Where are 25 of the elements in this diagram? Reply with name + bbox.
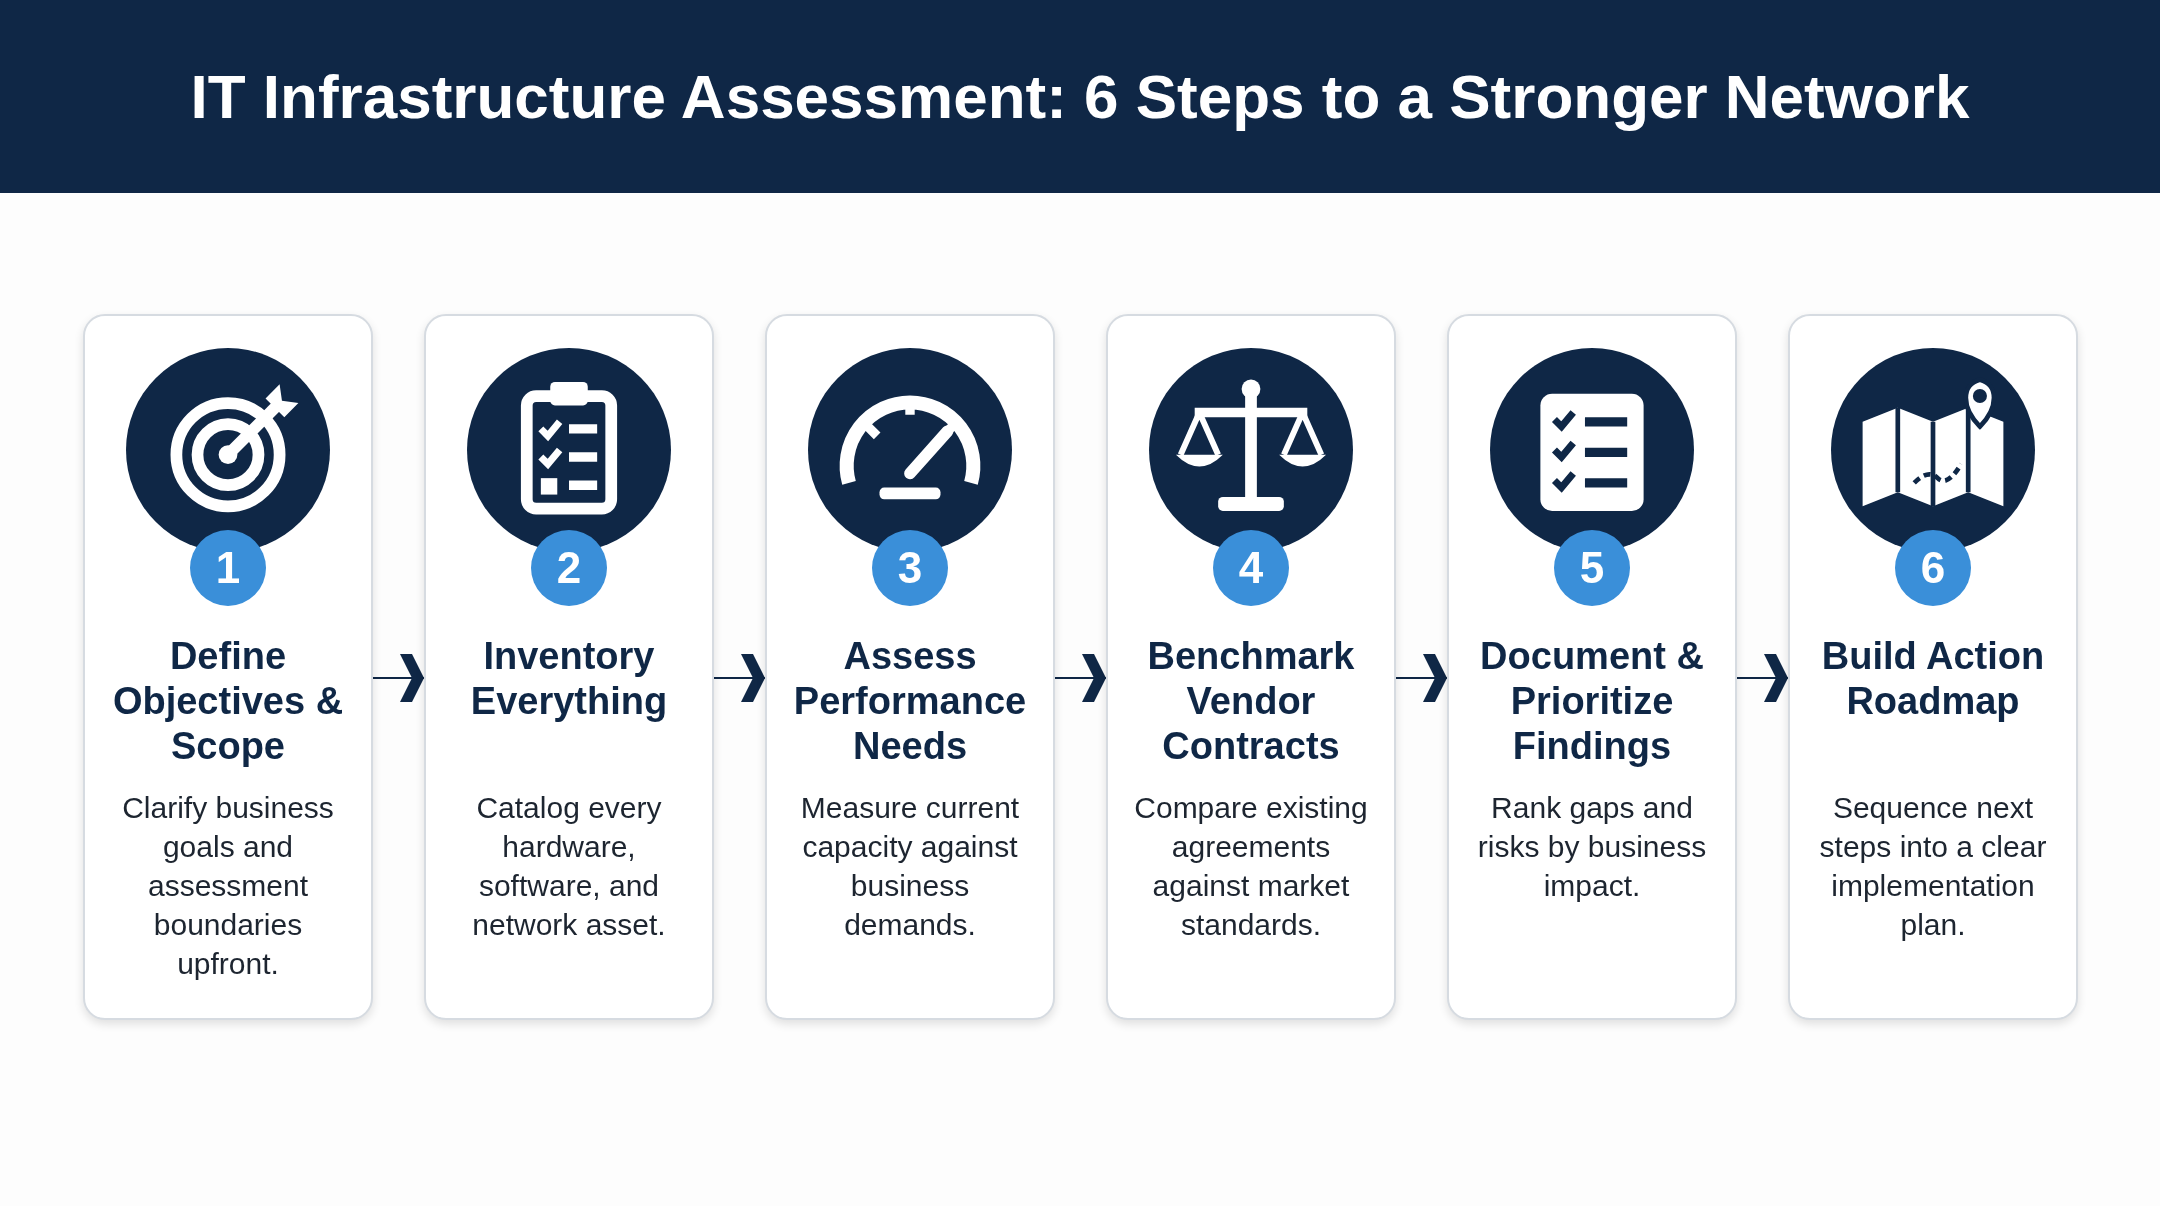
step-number: 2 [531,530,607,606]
step-number: 4 [1213,530,1289,606]
step-card [1788,314,2078,1020]
step-card [424,314,714,1020]
step-description: Catalog every hardware, software, and network asset. [471,790,667,943]
step-description: Sequence next steps into a clear implementation plan. [1818,790,2048,943]
step-number: 5 [1554,530,1630,606]
step-description: Compare existing agreements against market standards. [1133,790,1369,943]
step-description: Clarify business goals and assessment boundaries upfront. [121,790,335,982]
step-number: 3 [872,530,948,606]
step-number: 6 [1895,530,1971,606]
step-card [1447,314,1737,1020]
title: IT Infrastructure Assessment: 6 Steps to a Stronger Network [0,0,2160,193]
step-card [765,314,1055,1020]
step-card [83,314,373,1020]
step-card [1106,314,1396,1020]
step-description: Measure current capacity against business demands. [799,790,1021,943]
step-description: Rank gaps and risks by business impact. [1476,790,1708,904]
step-title: Inventory Everything [469,634,669,724]
step-title: Benchmark Vendor Contracts [1146,634,1356,769]
step-title: Assess Performance Needs [792,634,1028,769]
step-number: 1 [190,530,266,606]
step-title: Document & Prioritize Findings [1479,634,1705,769]
step-title: Build Action Roadmap [1820,634,2046,724]
step-title: Define Objectives & Scope [111,634,345,769]
